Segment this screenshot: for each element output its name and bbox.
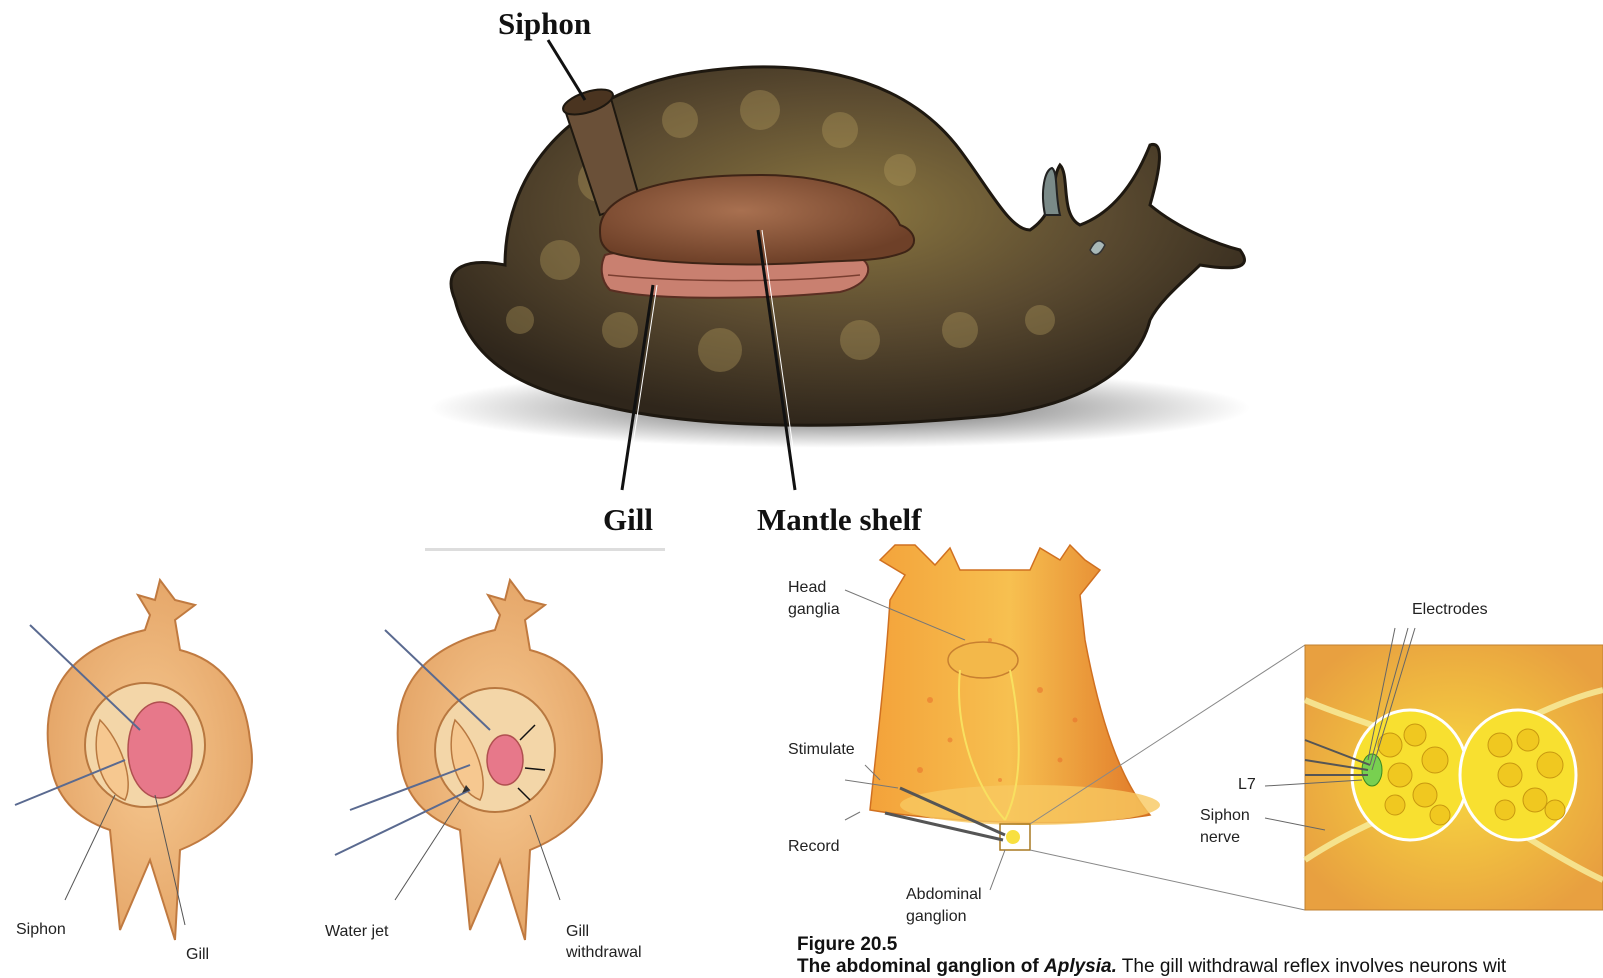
figure-number: Figure 20.5 xyxy=(797,934,897,956)
label-head-ganglia-line1: Head xyxy=(788,578,826,598)
panel-a-label-siphon: Siphon xyxy=(16,920,66,940)
caption-lead-italic: Aplysia. xyxy=(1044,956,1117,977)
caption-text: The gill withdrawal reflex involves neur… xyxy=(1117,956,1506,977)
label-siphon-nerve-line2: nerve xyxy=(1200,828,1240,848)
panel-b-label-gill-withdrawal-line2: withdrawal xyxy=(566,943,642,963)
caption-lead-bold: The abdominal ganglion of xyxy=(797,956,1039,977)
panel-a-label-gill: Gill xyxy=(186,945,209,965)
label-head-ganglia-line2: ganglia xyxy=(788,600,840,620)
panel-b-label-water-jet: Water jet xyxy=(325,922,388,942)
label-mantle-shelf: Mantle shelf xyxy=(757,502,921,538)
label-l7: L7 xyxy=(1238,775,1256,795)
label-gill: Gill xyxy=(603,502,653,538)
label-electrodes: Electrodes xyxy=(1412,600,1488,620)
ganglion-inset xyxy=(1305,645,1603,910)
label-siphon: Siphon xyxy=(498,6,591,42)
label-siphon-nerve-line1: Siphon xyxy=(1200,806,1250,826)
panel-a-animal xyxy=(15,580,252,940)
ganglion-animal xyxy=(870,545,1160,850)
label-abdominal-ganglion-line2: ganglion xyxy=(906,907,967,927)
panel-b-animal xyxy=(335,580,602,940)
label-record: Record xyxy=(788,837,840,857)
label-abdominal-ganglion-line1: Abdominal xyxy=(906,885,982,905)
panel-b-label-gill-withdrawal-line1: Gill xyxy=(566,922,589,942)
figure-caption: The abdominal ganglion of Aplysia. The g… xyxy=(797,956,1506,978)
label-stimulate: Stimulate xyxy=(788,740,855,760)
